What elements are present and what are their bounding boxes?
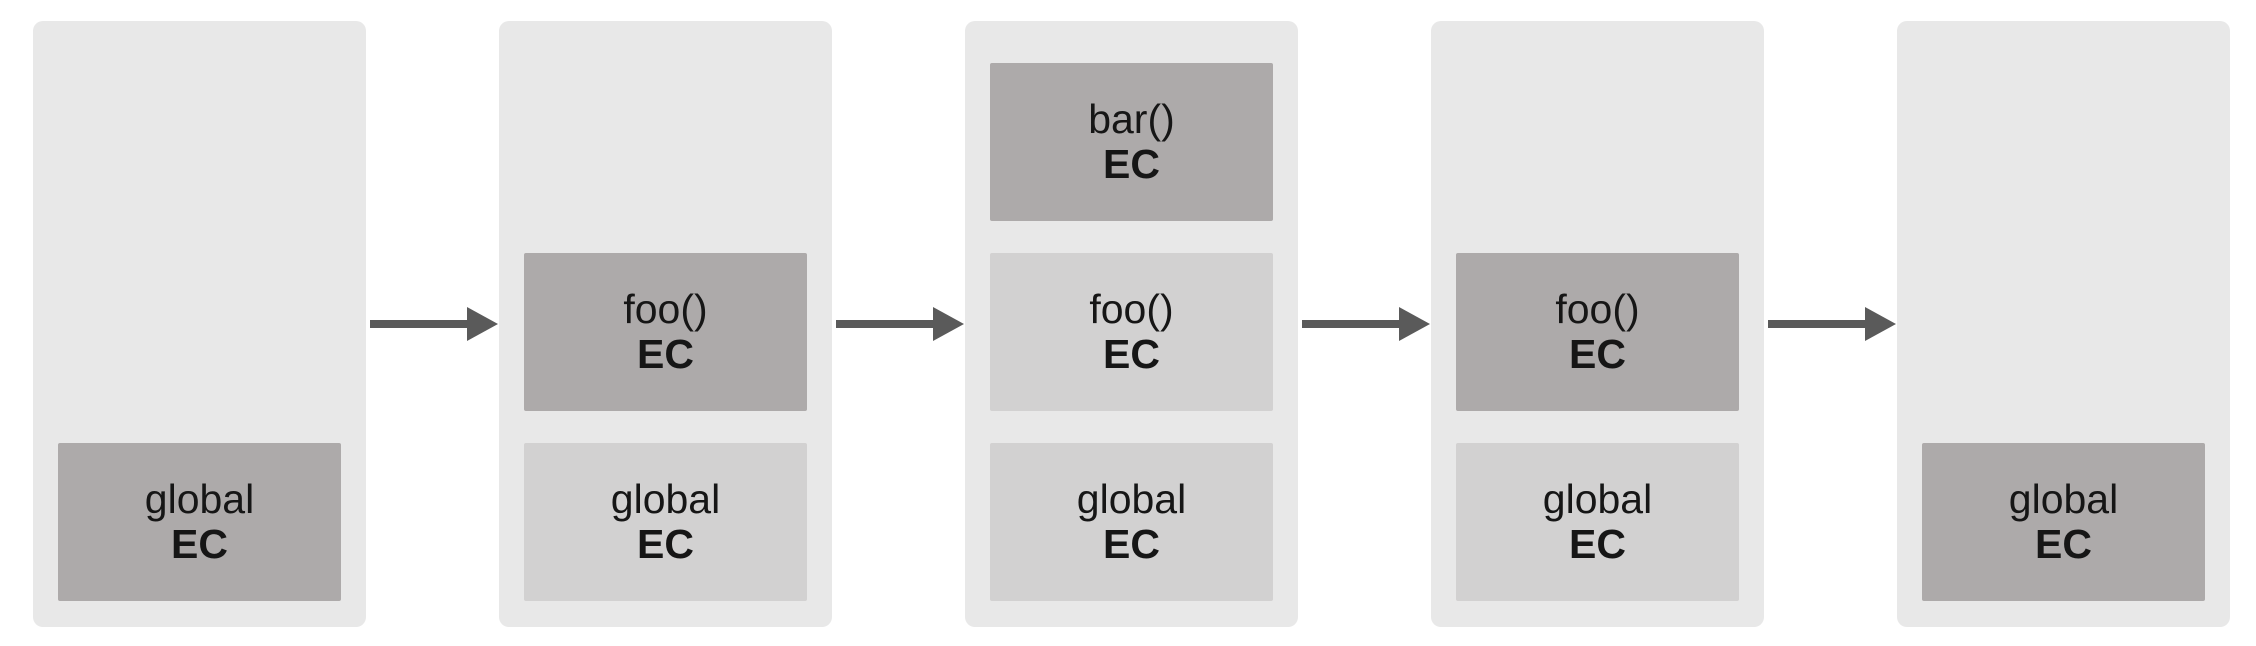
context-name: foo() xyxy=(1555,286,1640,332)
ec-label: EC xyxy=(1103,521,1160,567)
arrow-shaft xyxy=(370,320,469,328)
arrow-head xyxy=(467,307,498,341)
arrow-head xyxy=(1399,307,1430,341)
arrow-head xyxy=(1865,307,1896,341)
context-name: global xyxy=(1542,476,1653,522)
flow-arrow-icon xyxy=(1298,307,1431,341)
ec-label: EC xyxy=(637,331,694,377)
arrow-head xyxy=(933,307,964,341)
ec-label: EC xyxy=(2035,521,2092,567)
context-box-foo-stage-2: foo()EC xyxy=(524,253,807,411)
context-name: global xyxy=(144,476,255,522)
ec-label: EC xyxy=(171,521,228,567)
context-name: bar() xyxy=(1088,96,1175,142)
context-name: global xyxy=(610,476,721,522)
ec-label: EC xyxy=(1103,141,1160,187)
ec-label: EC xyxy=(637,521,694,567)
ec-label: EC xyxy=(1569,521,1626,567)
context-box-foo-stage-3: foo()EC xyxy=(990,253,1273,411)
context-name: foo() xyxy=(623,286,708,332)
flow-arrow-icon xyxy=(1764,307,1897,341)
arrow-shaft xyxy=(836,320,935,328)
arrow-shaft xyxy=(1302,320,1401,328)
arrow-shaft xyxy=(1768,320,1867,328)
context-name: foo() xyxy=(1089,286,1174,332)
context-name: global xyxy=(2008,476,2119,522)
context-box-foo-stage-4: foo()EC xyxy=(1456,253,1739,411)
ec-label: EC xyxy=(1103,331,1160,377)
ec-label: EC xyxy=(1569,331,1626,377)
context-name: global xyxy=(1076,476,1187,522)
context-box-bar-stage-3: bar()EC xyxy=(990,63,1273,221)
flow-arrow-icon xyxy=(366,307,499,341)
flow-arrow-icon xyxy=(832,307,965,341)
